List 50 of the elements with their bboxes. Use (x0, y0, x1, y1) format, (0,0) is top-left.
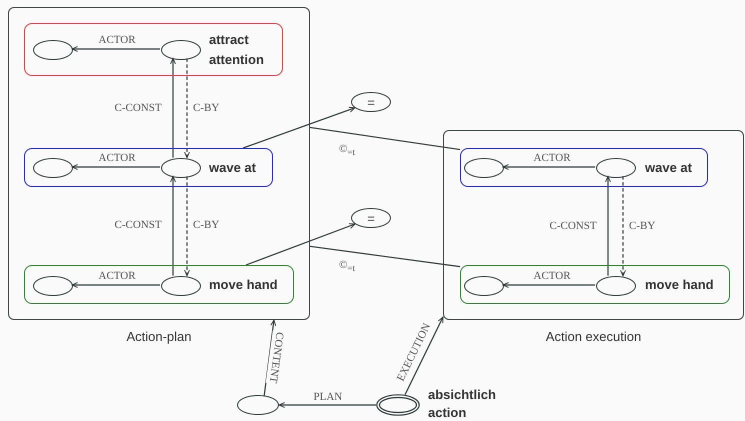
ellipse-node (33, 158, 73, 178)
arrow (264, 320, 276, 396)
edge-label: C-BY (192, 218, 220, 232)
edge-label: C-BY (192, 102, 220, 114)
edge-label: ACTOR (532, 152, 572, 164)
ellipse-node (161, 276, 201, 296)
arrow (502, 164, 596, 170)
arrow (184, 58, 190, 158)
arrow (605, 176, 611, 276)
ellipse-node (161, 158, 201, 178)
ellipse-node (237, 395, 279, 415)
edge-label: C-CONST (548, 220, 598, 232)
edge-label: ACTOR (98, 34, 137, 46)
ellipse-node (596, 158, 636, 178)
connector-line (310, 246, 460, 268)
edge-label: C-BY (628, 220, 656, 232)
edge-label: ACTOR (98, 270, 137, 282)
arrow (242, 106, 356, 149)
node-label: absichtlich action (428, 386, 497, 421)
arrow (278, 402, 376, 408)
node-label: attract attention (209, 30, 265, 68)
node-label: move hand (645, 276, 715, 294)
arrow (72, 282, 160, 288)
ellipse-node: = (351, 208, 391, 228)
arrow (404, 316, 444, 395)
panel-title: Action execution (544, 329, 642, 344)
edge-label: C-CONST (114, 102, 163, 114)
arrow (502, 282, 596, 288)
arrow (184, 176, 190, 276)
ellipse-node: = (351, 92, 391, 112)
arrow (72, 164, 160, 170)
node-label: wave at (645, 158, 693, 176)
arrow (72, 46, 160, 52)
node-label: move hand (209, 276, 279, 294)
edge-label: ACTOR (532, 270, 572, 282)
ellipse-node (33, 276, 73, 296)
ellipse-node (33, 40, 73, 60)
connector-line (310, 126, 460, 150)
node-label: wave at (209, 158, 257, 176)
ellipse-node (596, 276, 636, 296)
edge-label: CONTENT (265, 330, 286, 384)
arrow (170, 58, 176, 158)
ellipse-node (161, 40, 201, 60)
arrow (246, 223, 356, 266)
arrow (170, 176, 176, 276)
ellipse-node (464, 158, 504, 178)
edge-label: ACTOR (98, 152, 137, 164)
ellipse-node (464, 276, 504, 296)
edge-label: C-CONST (114, 218, 163, 232)
arrow (620, 176, 626, 276)
